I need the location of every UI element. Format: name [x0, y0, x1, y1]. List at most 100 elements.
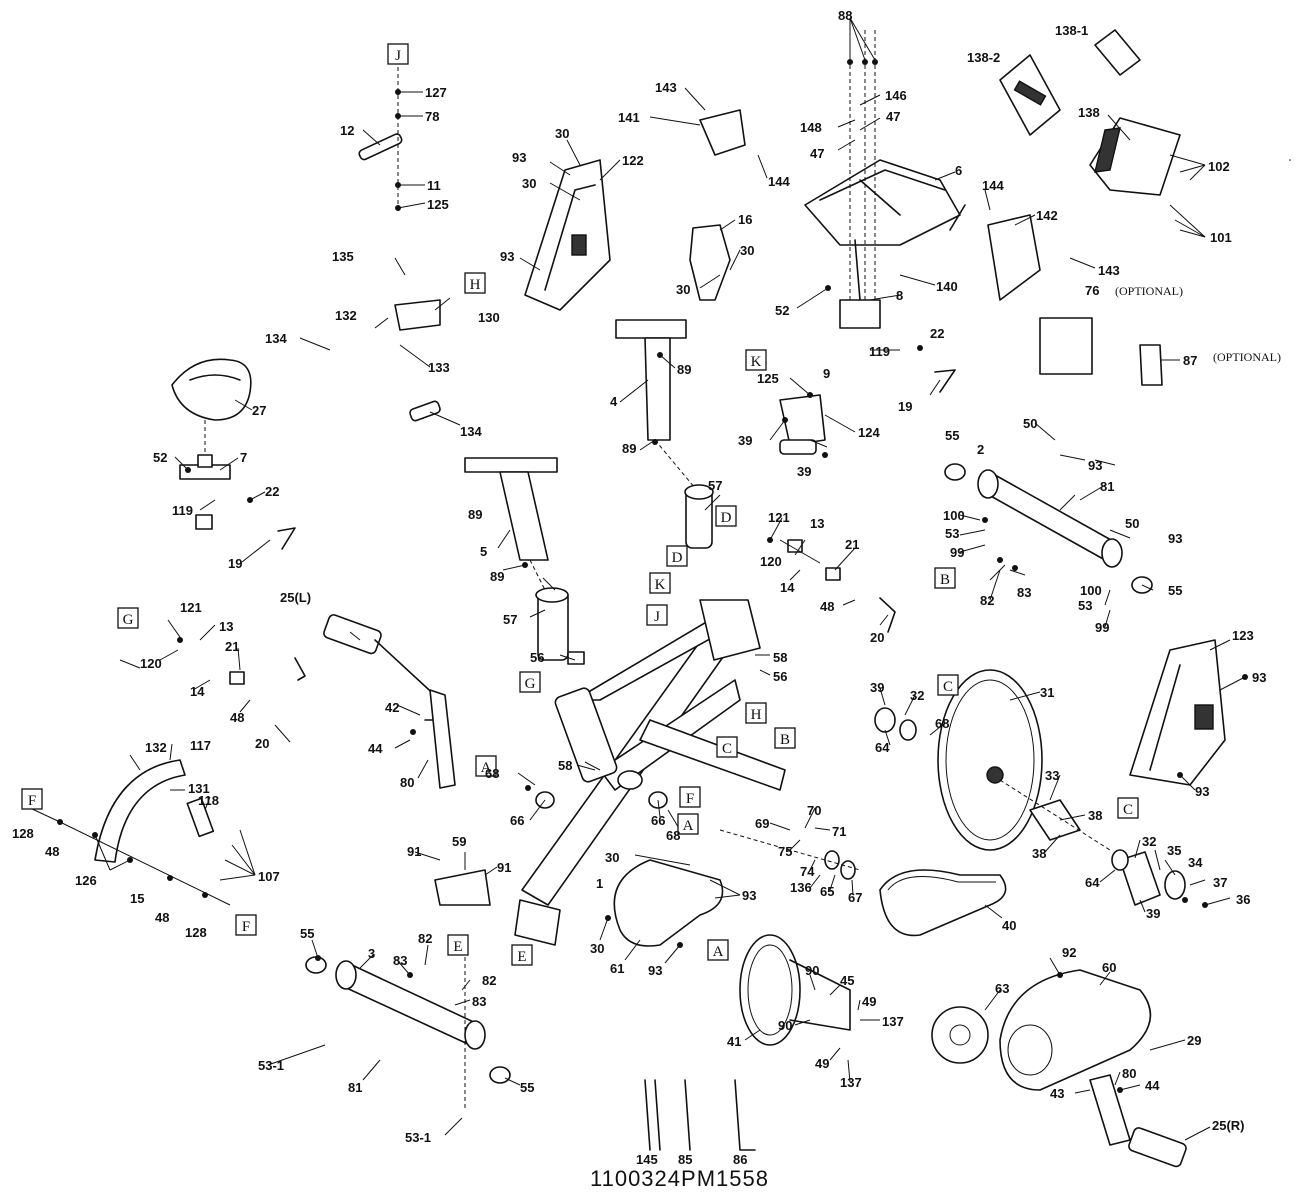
ref-box-K2: K [649, 572, 671, 594]
svg-text:G: G [525, 676, 536, 692]
part-label: 88 [838, 8, 852, 23]
part-label: 121 [768, 510, 790, 525]
part-label: 56 [530, 650, 544, 665]
ref-box-F1: F [21, 788, 43, 810]
svg-text:A: A [683, 818, 694, 834]
part-label: 1 [596, 876, 603, 891]
part-label: 138-1 [1055, 23, 1088, 38]
part-label: 19 [898, 399, 912, 414]
part-label: 134 [460, 424, 482, 439]
part-label: 21 [845, 537, 859, 552]
ref-box-D2: D [666, 545, 688, 567]
drawing-code: 1100324PM1558 [590, 1166, 769, 1191]
part-label: 86 [733, 1152, 747, 1167]
ref-box-K1: K [745, 349, 767, 371]
part-label: 34 [1188, 855, 1203, 870]
svg-text:J: J [395, 48, 401, 64]
seat-post [464, 457, 585, 665]
part-label: 120 [760, 554, 782, 569]
svg-text:C: C [943, 679, 953, 695]
ref-box-G1: G [117, 607, 139, 629]
part-label: 55 [945, 428, 959, 443]
brackets-small-parts [94, 109, 1291, 1151]
part-label: 137 [882, 1014, 904, 1029]
part-label: 57 [503, 612, 517, 627]
part-label: 92 [1062, 945, 1076, 960]
part-label: 19 [228, 556, 242, 571]
part-label: 66 [510, 813, 524, 828]
ref-box-H2: H [745, 702, 767, 724]
part-number-labels: 127 78 12 11 125 30 93 30 122 143 141 88… [12, 8, 1281, 1167]
part-label: 144 [768, 174, 790, 189]
part-label: 143 [655, 80, 677, 95]
part-label: 78 [425, 109, 439, 124]
part-label: 48 [155, 910, 169, 925]
part-label: 100 [943, 508, 965, 523]
part-label: 101 [1210, 230, 1232, 245]
part-label: 80 [1122, 1066, 1136, 1081]
part-label: 137 [840, 1075, 862, 1090]
part-label: 36 [1236, 892, 1250, 907]
part-label: 31 [1040, 685, 1054, 700]
part-label: 93 [1195, 784, 1209, 799]
part-label: 93 [742, 888, 756, 903]
part-label: 148 [800, 120, 822, 135]
svg-text:D: D [672, 550, 683, 566]
part-label: 125 [427, 197, 449, 212]
part-label: 87 [1183, 353, 1197, 368]
part-label: 93 [1252, 670, 1266, 685]
part-label: 64 [1085, 875, 1100, 890]
part-label: 135 [332, 249, 354, 264]
part-label: 3 [368, 946, 375, 961]
part-label: 144 [982, 178, 1004, 193]
part-label: 83 [393, 953, 407, 968]
part-label: 59 [452, 834, 466, 849]
ref-box-F2: F [679, 786, 701, 808]
part-label: 69 [755, 816, 769, 831]
part-label: 67 [848, 890, 862, 905]
optional-note: (OPTIONAL) [1213, 350, 1281, 364]
part-label: 22 [265, 484, 279, 499]
part-label: 11 [427, 178, 441, 193]
part-label: 60 [1102, 960, 1116, 975]
part-label: 58 [558, 758, 572, 773]
part-label: 30 [740, 243, 754, 258]
part-label: 123 [1232, 628, 1254, 643]
part-label: 74 [800, 864, 815, 879]
part-label: 25(R) [1212, 1118, 1245, 1133]
ref-box-J1: J [387, 43, 409, 65]
part-label: 107 [258, 869, 280, 884]
part-label: 91 [497, 860, 511, 875]
part-label: 118 [198, 793, 219, 808]
part-label: 39 [870, 680, 884, 695]
part-label: 30 [676, 282, 690, 297]
part-label: 143 [1098, 263, 1120, 278]
part-label: 14 [780, 580, 795, 595]
svg-text:H: H [751, 707, 762, 723]
part-label: 121 [180, 600, 202, 615]
part-label: 81 [348, 1080, 362, 1095]
part-label: 52 [153, 450, 167, 465]
part-label: 38 [1032, 846, 1046, 861]
part-label: 53 [1078, 598, 1092, 613]
svg-text:K: K [751, 354, 762, 370]
ref-box-A3: A [707, 939, 729, 961]
part-label: 66 [651, 813, 665, 828]
part-label: 6 [955, 163, 962, 178]
part-label: 93 [500, 249, 514, 264]
part-label: 126 [75, 873, 97, 888]
part-label: 68 [935, 716, 949, 731]
part-label: 133 [428, 360, 450, 375]
part-label: 32 [910, 688, 924, 703]
part-label: 39 [797, 464, 811, 479]
part-label: 39 [738, 433, 752, 448]
svg-text:A: A [481, 760, 492, 776]
part-label: 13 [810, 516, 824, 531]
part-label: 91 [407, 844, 421, 859]
part-label: 30 [555, 126, 569, 141]
fastener-dots [57, 59, 1248, 1093]
assembly-lines [204, 30, 1111, 1110]
ref-box-A1: A [475, 755, 497, 777]
part-label: 68 [666, 828, 680, 843]
part-label: 49 [862, 994, 876, 1009]
